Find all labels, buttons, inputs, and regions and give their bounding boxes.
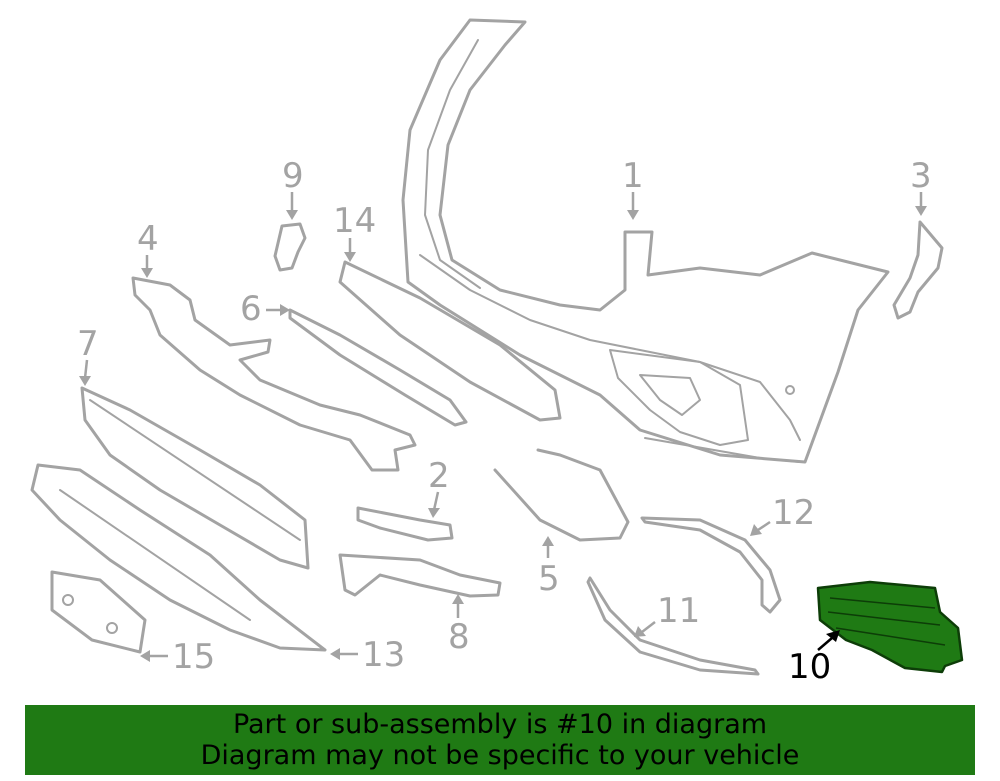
part-12-trim <box>640 516 782 614</box>
info-banner: Part or sub-assembly is #10 in diagram D… <box>25 705 975 775</box>
callout-5: 5 <box>538 536 560 599</box>
callout-8: 8 <box>448 594 470 657</box>
callout-label-4: 4 <box>137 219 159 259</box>
callout-6: 6 <box>240 289 290 329</box>
callout-label-6: 6 <box>240 289 262 329</box>
callout-12: 12 <box>750 493 815 536</box>
callout-2: 2 <box>428 456 450 518</box>
callout-9: 9 <box>282 156 304 220</box>
callout-4: 4 <box>137 219 159 278</box>
part-6-molding <box>288 308 468 427</box>
callout-label-3: 3 <box>910 156 932 196</box>
callout-label-8: 8 <box>448 617 470 657</box>
part-5-trim <box>493 448 630 542</box>
callout-7: 7 <box>77 324 99 386</box>
callout-label-1: 1 <box>622 156 644 196</box>
part-7-grille-frame <box>80 386 310 570</box>
callout-label-12: 12 <box>772 493 815 533</box>
part-8-bracket <box>338 553 502 598</box>
callout-1: 1 <box>622 156 644 220</box>
part-15-plate-bracket <box>50 570 147 654</box>
parts-diagram: 1 2 3 4 5 6 7 8 9 10 11 12 <box>30 18 964 687</box>
callout-label-5: 5 <box>538 559 560 599</box>
banner-line-2: Diagram may not be specific to your vehi… <box>200 740 800 771</box>
callout-label-14: 14 <box>333 201 376 241</box>
callout-15: 15 <box>140 637 215 677</box>
part-11-trim <box>586 576 760 676</box>
part-2-bracket <box>356 506 454 542</box>
callout-label-15: 15 <box>172 637 215 677</box>
callout-label-10: 10 <box>788 647 831 687</box>
callout-11: 11 <box>634 591 700 637</box>
banner-line-1: Part or sub-assembly is #10 in diagram <box>232 709 768 740</box>
callout-10: 10 <box>788 630 840 687</box>
part-14-trim-strip <box>338 260 562 422</box>
callout-13: 13 <box>330 635 405 675</box>
callout-3: 3 <box>910 156 932 216</box>
callout-label-7: 7 <box>77 324 99 364</box>
part-10-highlighted <box>816 580 964 674</box>
callout-label-9: 9 <box>282 156 304 196</box>
callout-label-2: 2 <box>428 456 450 496</box>
part-13-lower-grille <box>30 463 327 652</box>
part-3-bracket <box>892 220 944 320</box>
part-4-reinforcement <box>131 276 417 472</box>
callout-label-11: 11 <box>657 591 700 631</box>
part-1-bumper-cover <box>401 18 890 464</box>
callout-label-13: 13 <box>362 635 405 675</box>
part-9-clip <box>273 222 307 272</box>
callout-14: 14 <box>333 201 376 262</box>
